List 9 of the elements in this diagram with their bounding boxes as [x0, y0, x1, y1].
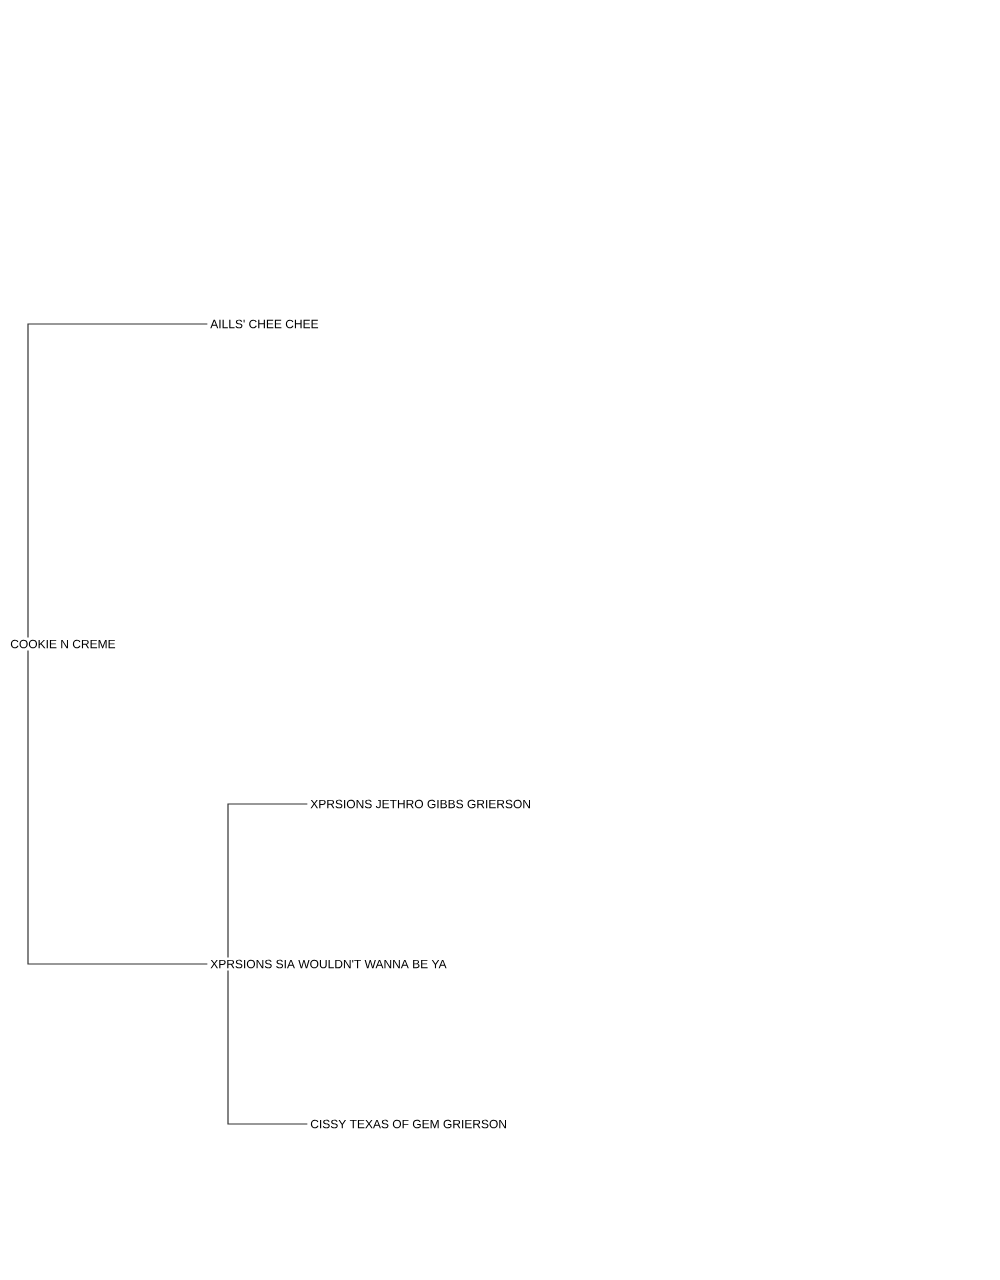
name-label: COOKIE N CREME — [10, 639, 116, 649]
name-label: XPRSIONS SIA WOULDN'T WANNA BE YA — [210, 959, 447, 969]
connector-line — [227, 969, 308, 1125]
name-label: XPRSIONS JETHRO GIBBS GRIERSON — [310, 799, 530, 809]
name-label: CISSY TEXAS OF GEM GRIERSON — [310, 1119, 506, 1129]
name-label: AILLS' CHEE CHEE — [210, 319, 319, 329]
connector-line — [27, 323, 208, 639]
connector-line — [227, 803, 308, 959]
connector-line — [27, 649, 208, 965]
